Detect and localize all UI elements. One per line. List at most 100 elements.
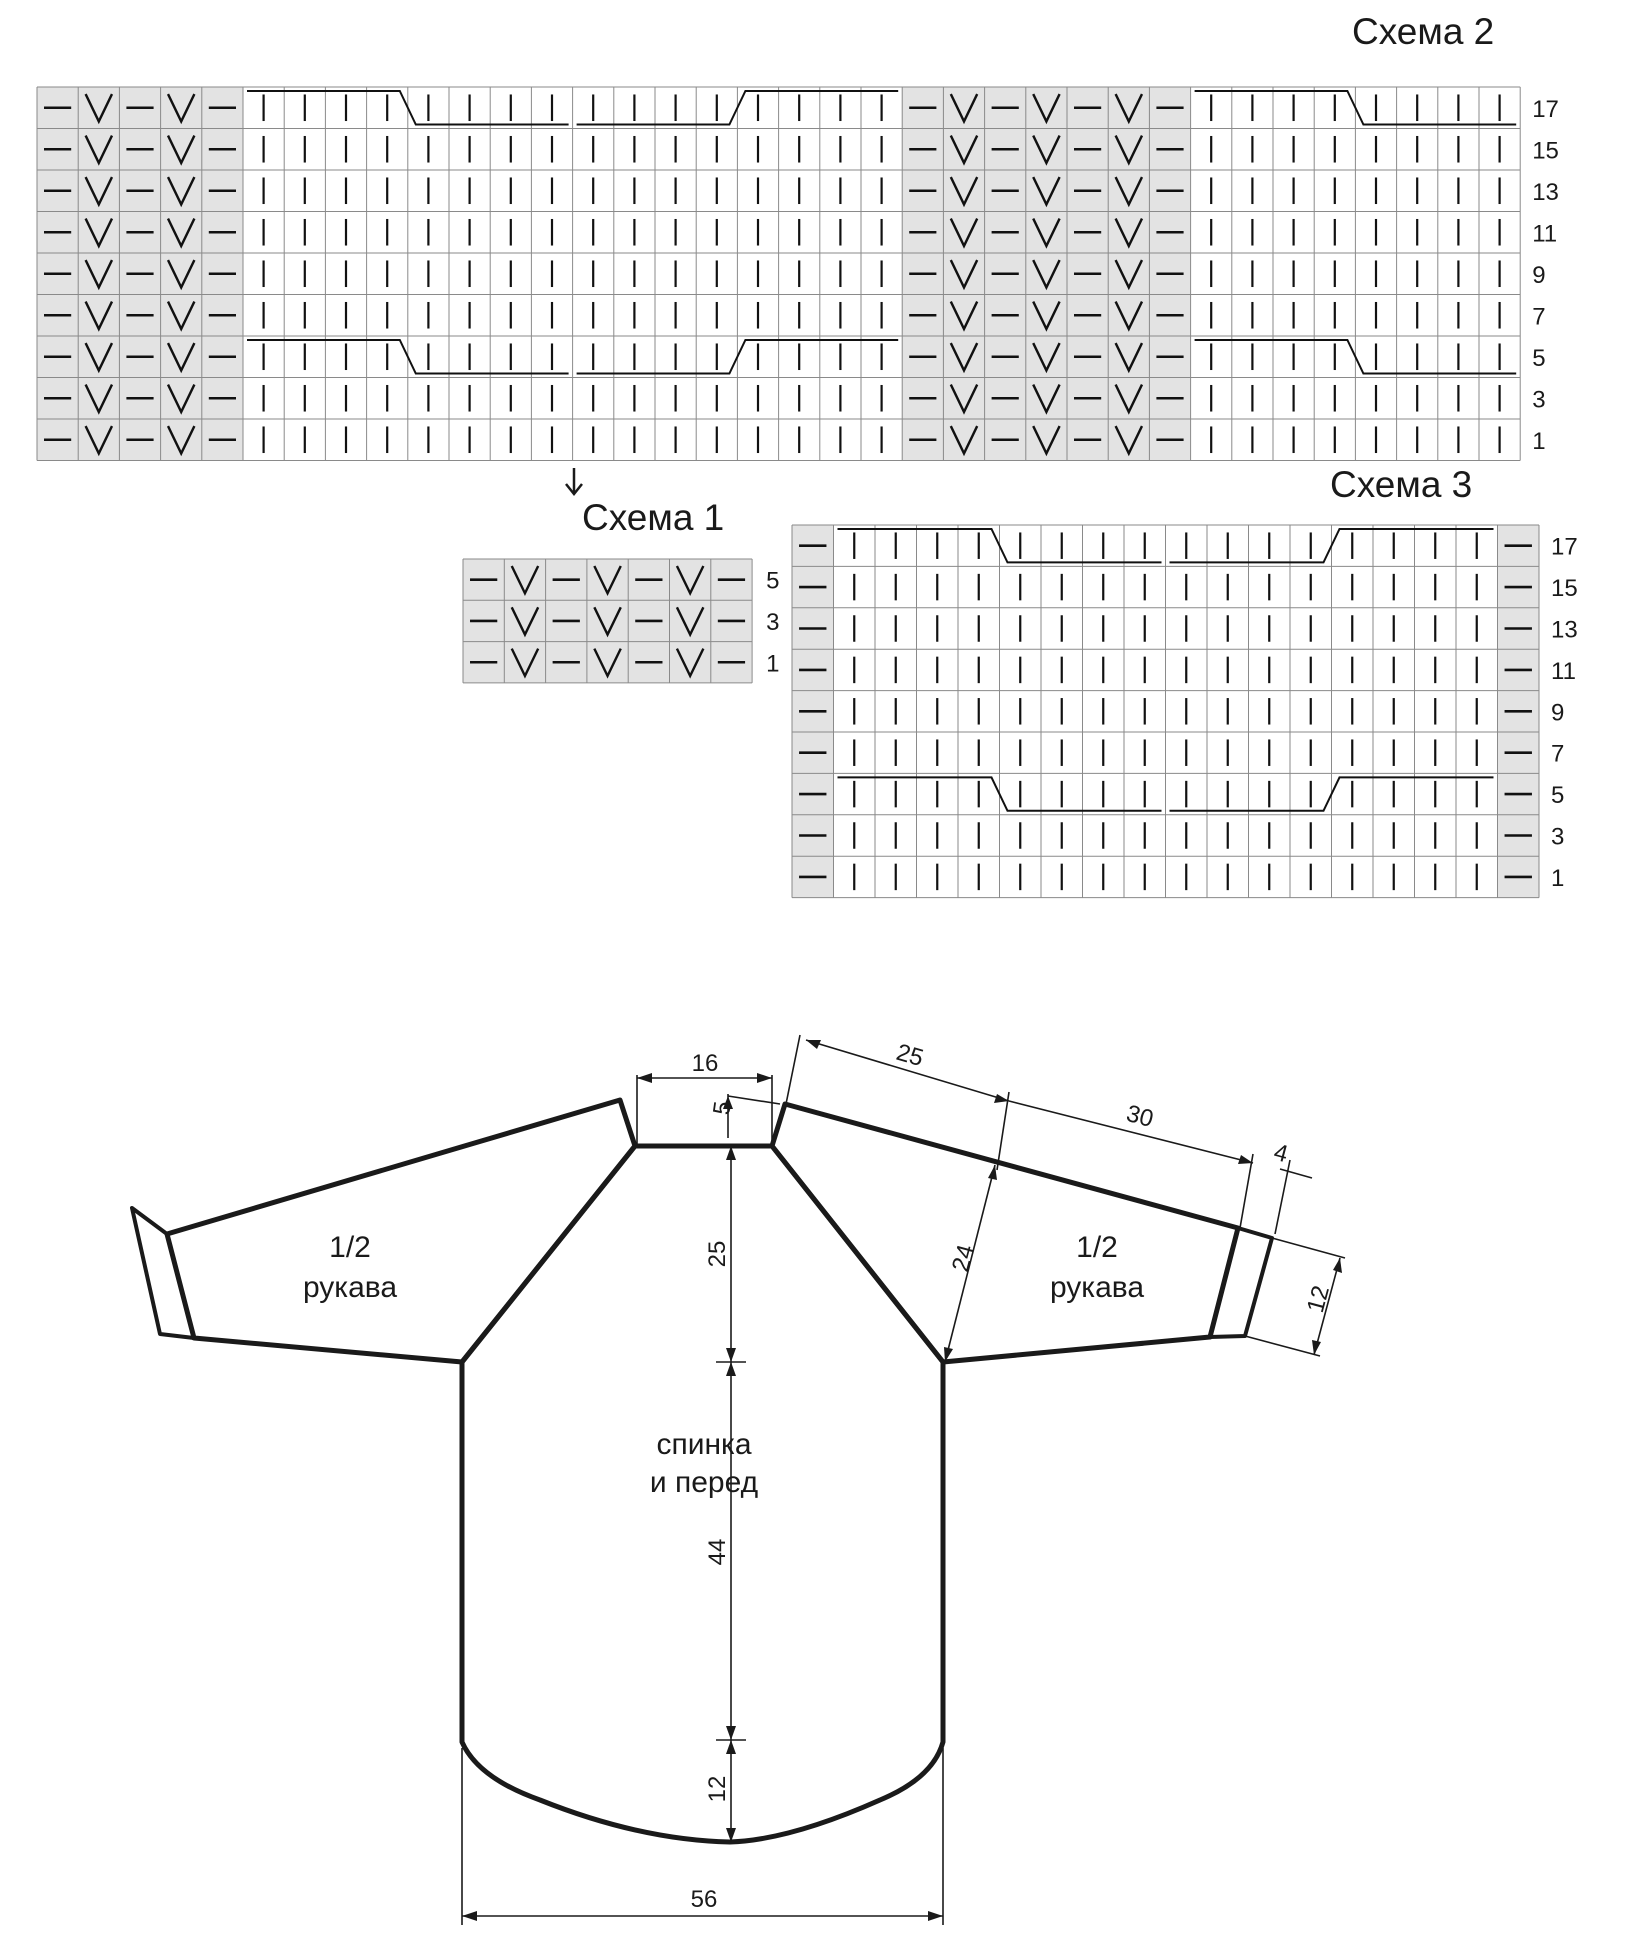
slip-v-icon: [949, 425, 979, 457]
cable-crossing-right: [837, 528, 1162, 564]
slip-v-icon: [84, 425, 114, 457]
cable-crossing-left: [1169, 776, 1494, 812]
slip-v-icon: [1114, 135, 1144, 166]
row-number: 13: [1551, 617, 1578, 644]
slip-v-icon: [1114, 384, 1144, 415]
slip-v-icon: [84, 135, 114, 166]
slip-v-icon: [1032, 259, 1061, 291]
slip-v-icon: [1032, 301, 1061, 332]
dim-cuff-height: 12: [1302, 1283, 1335, 1316]
row-number: 15: [1551, 575, 1578, 602]
right-sleeve-outline: [769, 1101, 1241, 1365]
scheme1-title: Схема 1: [582, 497, 724, 538]
body-label-2: и перед: [650, 1466, 758, 1499]
row-number: 9: [1532, 262, 1545, 289]
slip-v-icon: [949, 218, 979, 249]
slip-v-icon: [593, 648, 622, 679]
slip-v-icon: [949, 301, 979, 332]
cable-crossing-right: [837, 776, 1162, 812]
row-number: 15: [1532, 137, 1559, 164]
body-outline: [459, 1143, 946, 1845]
cable-crossing-right: [1194, 90, 1517, 126]
cable-crossing-right: [1194, 339, 1517, 375]
dim-hem-curve: 12: [704, 1776, 731, 1803]
row-number: 11: [1551, 658, 1576, 685]
slip-v-icon: [675, 648, 705, 679]
slip-v-icon: [510, 565, 540, 597]
slip-v-icon: [1114, 425, 1144, 457]
slip-v-icon: [949, 342, 979, 374]
slip-v-icon: [166, 176, 196, 208]
scheme1-chart: 531: [462, 558, 779, 684]
cable-crossing-left: [576, 90, 899, 126]
scheme2-title: Схема 2: [1352, 11, 1494, 52]
cable-crossing-right: [247, 90, 569, 126]
slip-v-icon: [593, 606, 622, 638]
left-sleeve-label-1: 1/2: [329, 1231, 371, 1264]
slip-v-icon: [949, 176, 979, 208]
scheme3-title: Схема 3: [1330, 464, 1472, 505]
row-number: 3: [1551, 824, 1564, 851]
slip-v-icon: [84, 342, 114, 374]
slip-v-icon: [1032, 176, 1061, 208]
slip-v-icon: [166, 93, 196, 125]
row-number: 1: [766, 650, 779, 677]
slip-v-icon: [1114, 259, 1144, 291]
dim-cuff: 4: [1271, 1139, 1291, 1169]
slip-v-icon: [166, 425, 196, 457]
down-arrow-icon: [565, 468, 583, 497]
slip-v-icon: [949, 384, 979, 415]
dim-neck-width: 16: [692, 1050, 719, 1077]
slip-v-icon: [84, 176, 114, 208]
dim-yoke-height: 25: [704, 1241, 731, 1268]
dimension-lines: [461, 1034, 1346, 1925]
right-sleeve-label-2: рукава: [1050, 1271, 1144, 1304]
row-number: 5: [1551, 782, 1564, 809]
slip-v-icon: [1114, 176, 1144, 208]
slip-v-icon: [166, 301, 196, 332]
row-number: 17: [1532, 96, 1559, 123]
slip-v-icon: [675, 606, 705, 638]
dim-sleeve-upper: 30: [1123, 1100, 1156, 1133]
slip-v-icon: [84, 384, 114, 415]
row-number: 3: [1532, 386, 1545, 413]
slip-v-icon: [84, 301, 114, 332]
slip-v-icon: [1032, 342, 1061, 374]
slip-v-icon: [84, 93, 114, 125]
left-sleeve-outline: [164, 1097, 638, 1365]
slip-v-icon: [1032, 425, 1061, 457]
row-number: 7: [1532, 303, 1545, 330]
left-cuff: [130, 1206, 196, 1340]
dimension-arrowheads: [462, 1040, 1342, 1921]
row-number: 11: [1532, 220, 1557, 247]
left-sleeve-label-2: рукава: [303, 1271, 397, 1304]
row-number: 9: [1551, 699, 1564, 726]
slip-v-icon: [949, 259, 979, 291]
slip-v-icon: [510, 648, 540, 679]
slip-v-icon: [1114, 342, 1144, 374]
row-number: 5: [766, 568, 779, 595]
cable-crossing-right: [247, 339, 569, 375]
slip-v-icon: [1114, 218, 1144, 249]
dim-neck-depth: 5: [708, 1100, 737, 1117]
slip-v-icon: [1032, 218, 1061, 249]
slip-v-icon: [166, 135, 196, 166]
slip-v-icon: [84, 218, 114, 249]
dim-body-length: 44: [704, 1539, 731, 1566]
slip-v-icon: [166, 259, 196, 291]
slip-v-icon: [949, 135, 979, 166]
slip-v-icon: [949, 93, 979, 125]
dim-width: 56: [691, 1886, 718, 1913]
row-number: 7: [1551, 741, 1564, 768]
slip-v-icon: [166, 342, 196, 374]
row-number: 13: [1532, 179, 1559, 206]
slip-v-icon: [166, 218, 196, 249]
cable-crossing-left: [576, 339, 899, 375]
slip-v-icon: [1114, 93, 1144, 125]
slip-v-icon: [1114, 301, 1144, 332]
row-number: 1: [1532, 428, 1545, 455]
right-sleeve-label-1: 1/2: [1076, 1231, 1118, 1264]
